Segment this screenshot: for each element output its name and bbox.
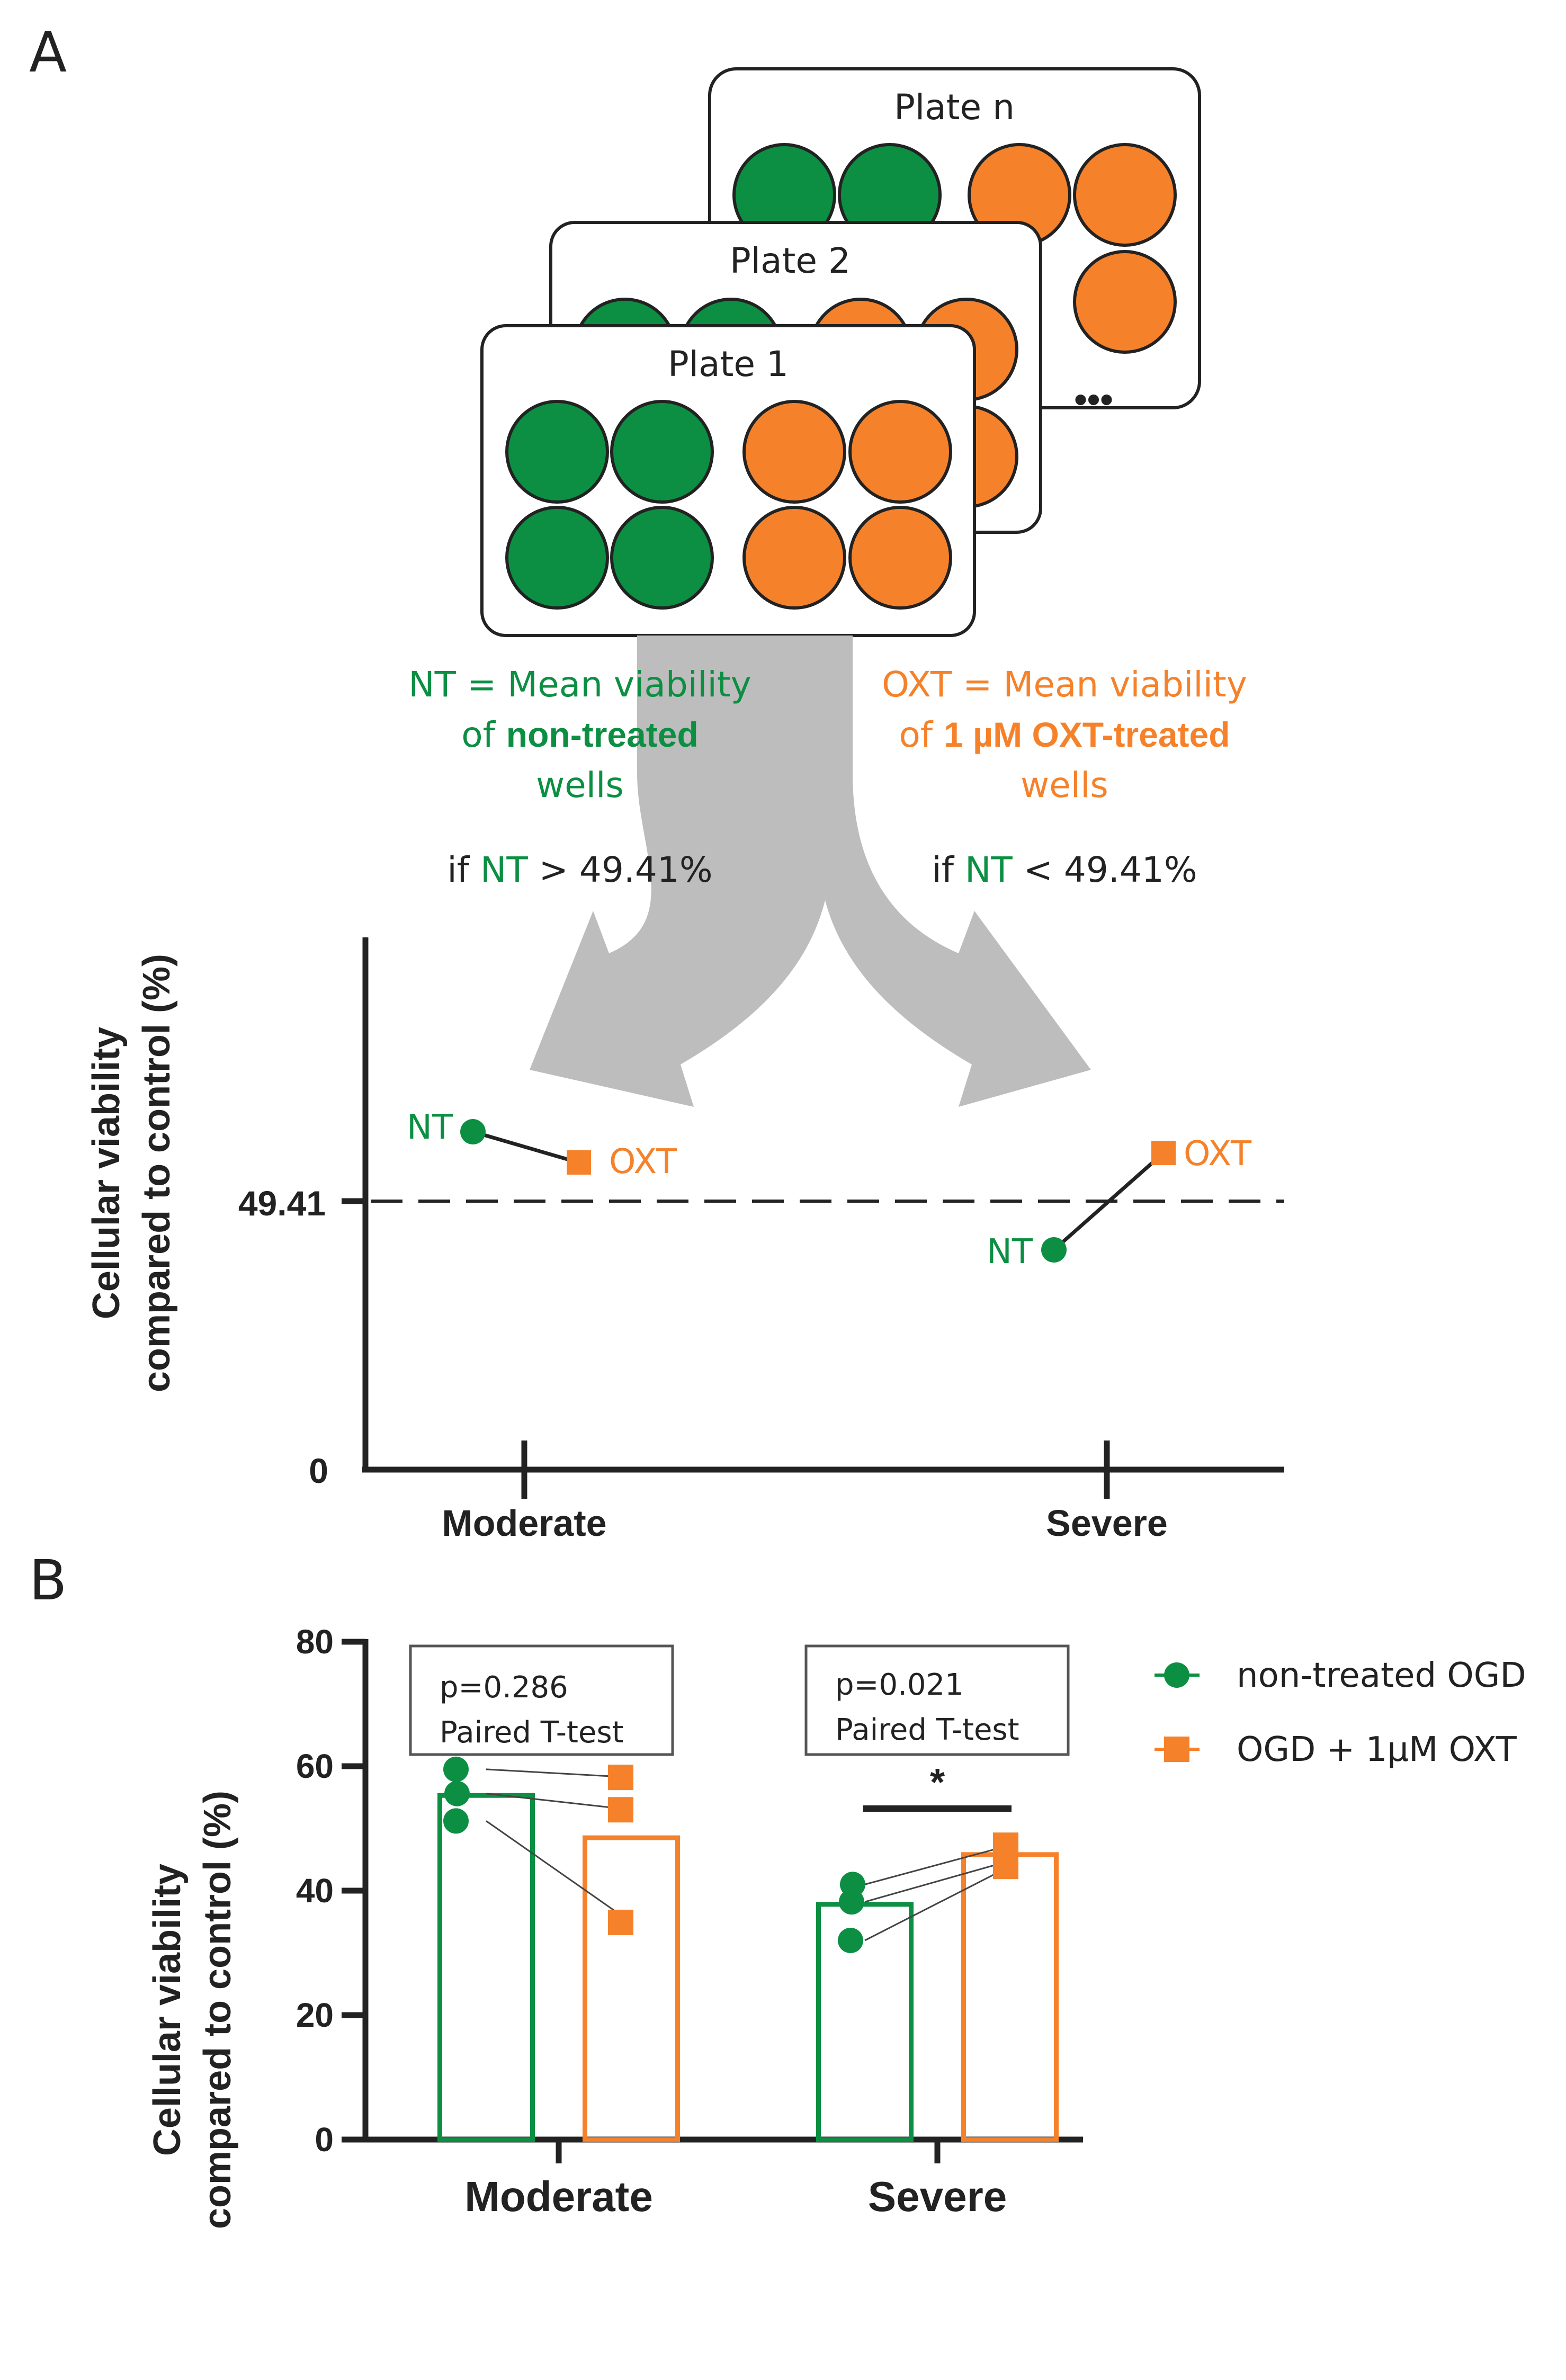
bar-oxt (961, 1852, 1059, 2142)
y-tick-label: 80 (296, 1623, 334, 1661)
plate-1-well-orange (848, 400, 952, 504)
schematic-severe-pair: NT OXT (987, 1134, 1252, 1272)
svg-text:p=0.286: p=0.286 (440, 1670, 568, 1705)
point-non-treated (443, 1808, 469, 1834)
svg-text:NT = Mean viability: NT = Mean viability (408, 664, 751, 705)
moderate-oxt-label: OXT (609, 1142, 677, 1182)
condition-severe: if NT < 49.41% (932, 849, 1197, 890)
svg-text:Cellular viability: Cellular viability (146, 1864, 189, 2156)
y-tick-label: 0 (315, 2120, 334, 2159)
y-tick-label: 40 (296, 1872, 334, 1910)
plate-1-well-orange (742, 506, 846, 610)
svg-text:Paired T-test: Paired T-test (440, 1715, 624, 1750)
svg-text:of non-treated: of non-treated (461, 714, 699, 755)
threshold-label: 49.41 (238, 1184, 326, 1223)
plate-1: Plate 1 (480, 324, 976, 637)
svg-text:wells: wells (1021, 765, 1108, 806)
plate-n-title: Plate n (894, 87, 1015, 128)
svg-text:wells: wells (536, 765, 624, 806)
point-non-treated (839, 1889, 864, 1915)
bar-non-treated (437, 1793, 535, 2142)
legend-marker-oxt (1164, 1737, 1189, 1762)
plate-1-well-green (610, 506, 714, 610)
schematic-category-moderate: Moderate (442, 1502, 606, 1544)
severe-oxt-label: OXT (1184, 1134, 1252, 1174)
point-oxt (993, 1854, 1018, 1880)
svg-text:OXT = Mean viability: OXT = Mean viability (882, 664, 1247, 705)
legend-label-oxt: OGD + 1µM OXT (1237, 1730, 1517, 1769)
schematic-category-severe: Severe (1046, 1502, 1168, 1544)
plate-1-well-orange (742, 400, 846, 504)
paired-line (864, 1860, 1010, 1903)
plate-n-well-orange (1073, 250, 1177, 354)
moderate-nt-label: NT (407, 1108, 453, 1147)
y-tick-label: 20 (296, 1996, 334, 2034)
legend-label-non-treated: non-treated OGD (1237, 1656, 1526, 1695)
svg-text:of 1 µM OXT-treated: of 1 µM OXT-treated (899, 714, 1230, 755)
chart-y-label: Cellular viability compared to control (… (146, 1791, 239, 2229)
plate-1-well-orange (848, 506, 952, 610)
paired-line (486, 1768, 632, 1778)
bar-non-treated (816, 1902, 914, 2142)
svg-text:Paired T-test: Paired T-test (835, 1713, 1019, 1747)
panel-b-label: B (29, 1548, 67, 1613)
stats-box-severe: p=0.021 Paired T-test (804, 1644, 1070, 1756)
split-arrow (530, 636, 1091, 1107)
legend: non-treated OGD OGD + 1µM OXT (1155, 1656, 1526, 1769)
schematic-zero-label: 0 (309, 1451, 328, 1490)
plate-1-title: Plate 1 (668, 344, 789, 384)
plate-ellipsis: ••• (1074, 379, 1113, 420)
condition-moderate: if NT > 49.41% (447, 849, 712, 890)
schematic-y-label: Cellular viability compared to control (… (85, 954, 178, 1392)
svg-text:p=0.021: p=0.021 (835, 1668, 964, 1702)
point-non-treated (443, 1756, 469, 1782)
y-tick-label: 60 (296, 1747, 334, 1785)
legend-marker-non-treated (1164, 1662, 1189, 1688)
moderate-oxt-point (567, 1150, 591, 1175)
svg-text:Cellular viability: Cellular viability (85, 1027, 128, 1319)
svg-text:compared to control (%): compared to control (%) (136, 954, 178, 1392)
plate-1-well-green (610, 400, 714, 504)
point-oxt (608, 1765, 633, 1791)
paired-line (864, 1844, 1010, 1885)
paired-line (486, 1820, 632, 1923)
plate-1-well-green (505, 400, 609, 504)
stats-box-moderate: p=0.286 Paired T-test (409, 1644, 674, 1756)
moderate-nt-point (460, 1119, 486, 1144)
nt-definition: NT = Mean viability of non-treated wells (408, 664, 751, 806)
oxt-definition: OXT = Mean viability of 1 µM OXT-treated… (882, 664, 1247, 806)
svg-text:compared to control (%): compared to control (%) (196, 1791, 239, 2229)
severe-nt-label: NT (987, 1232, 1033, 1272)
plate-2-title: Plate 2 (730, 240, 851, 281)
schematic-axes (342, 937, 1284, 1499)
paired-line (864, 1865, 1010, 1941)
panel-a-label: A (29, 20, 67, 85)
bar-oxt (583, 1835, 680, 2142)
severe-oxt-point (1151, 1141, 1176, 1165)
plate-1-well-green (505, 506, 609, 610)
x-category-label: Moderate (464, 2173, 653, 2220)
point-oxt (608, 1797, 633, 1823)
severe-nt-point (1041, 1237, 1067, 1263)
x-category-label: Severe (868, 2173, 1007, 2220)
paired-line (486, 1793, 632, 1811)
significance-star: * (930, 1761, 945, 1804)
point-non-treated (838, 1928, 863, 1953)
point-non-treated (444, 1780, 470, 1806)
plate-n-well-orange (1073, 143, 1177, 247)
schematic-moderate-pair: NT OXT (407, 1108, 677, 1182)
point-oxt (608, 1909, 633, 1935)
